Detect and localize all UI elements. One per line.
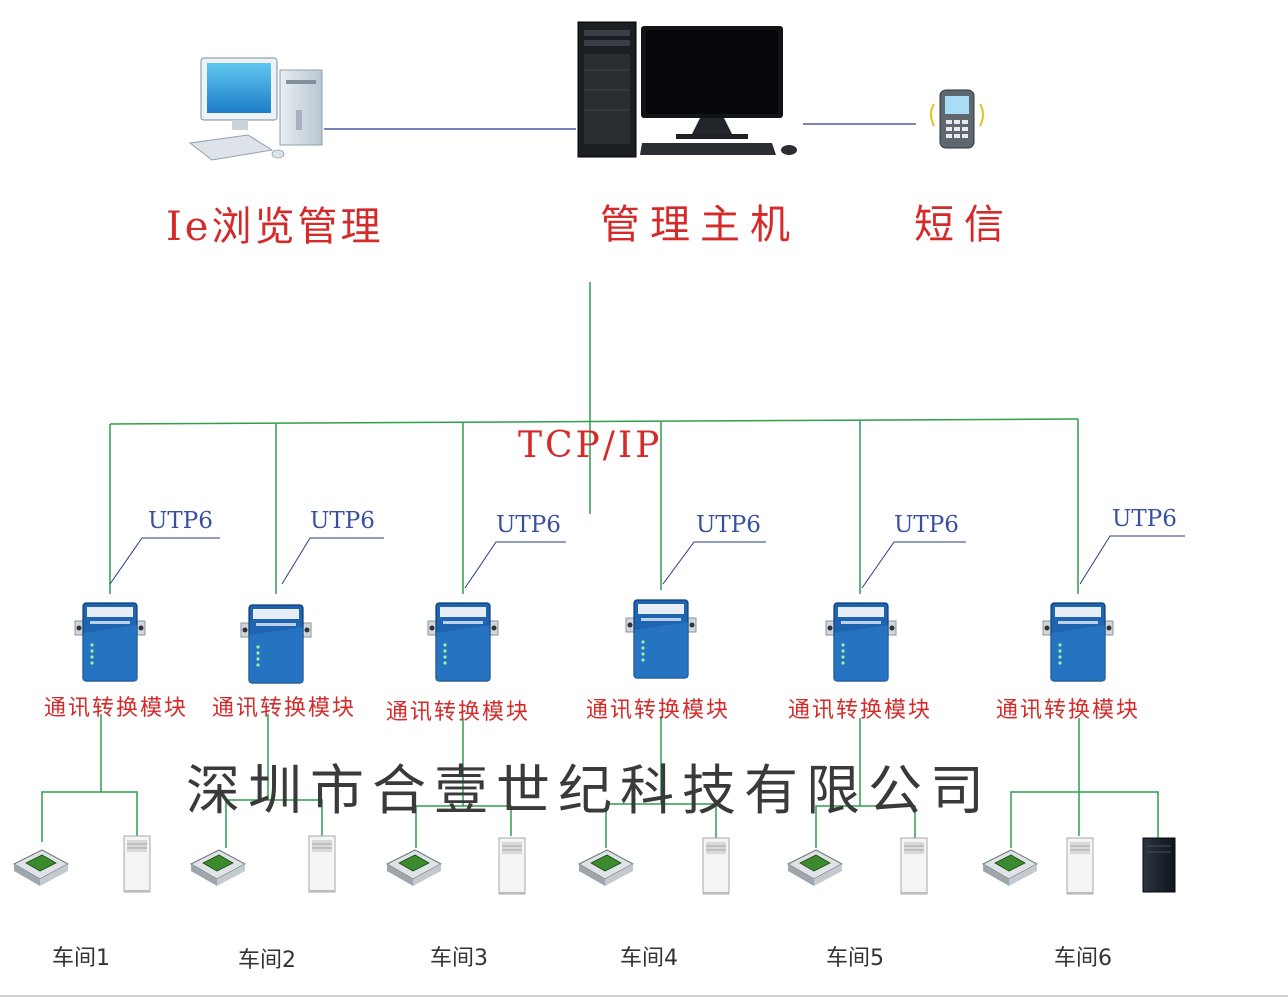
utp6-leaders <box>109 535 1185 589</box>
module-label-3: 通讯转换模块 <box>386 700 531 725</box>
desktop-computer-icon <box>188 57 323 161</box>
host-label: 管理主机 <box>600 202 800 248</box>
workshop-label-6: 车间6 <box>1054 946 1112 971</box>
utp6-label-4: UTP6 <box>696 512 761 538</box>
utp6-label-1: UTP6 <box>148 508 213 534</box>
server-workstation-icon <box>577 21 797 158</box>
module-label-6: 通讯转换模块 <box>996 698 1141 723</box>
module-label-4: 通讯转换模块 <box>586 698 731 723</box>
module-label-5: 通讯转换模块 <box>788 698 933 723</box>
utp6-label-3: UTP6 <box>496 512 561 538</box>
company-watermark: 深圳市合壹世纪科技有限公司 <box>186 759 992 822</box>
tcpip-label: TCP/IP <box>518 425 663 466</box>
tcpip-backbone <box>109 282 1079 594</box>
utp6-label-2: UTP6 <box>310 508 375 534</box>
module-label-1: 通讯转换模块 <box>44 696 189 721</box>
workshop-label-3: 车间3 <box>430 946 488 971</box>
serial-device-server-icon <box>74 599 1114 684</box>
workshop-label-4: 车间4 <box>620 946 678 971</box>
workshop-label-1: 车间1 <box>52 946 110 971</box>
workshop-label-5: 车间5 <box>826 946 884 971</box>
ie-browser-label: Ie浏览管理 <box>166 204 384 250</box>
utp6-label-5: UTP6 <box>894 512 959 538</box>
workshop-branches <box>41 714 1159 848</box>
ups-cabinet-icon <box>1142 837 1176 893</box>
module-label-2: 通讯转换模块 <box>212 696 357 721</box>
utp6-label-6: UTP6 <box>1112 506 1177 532</box>
mobile-phone-icon <box>930 89 984 149</box>
sms-label: 短信 <box>914 202 1014 248</box>
workshop-label-2: 车间2 <box>238 948 296 973</box>
